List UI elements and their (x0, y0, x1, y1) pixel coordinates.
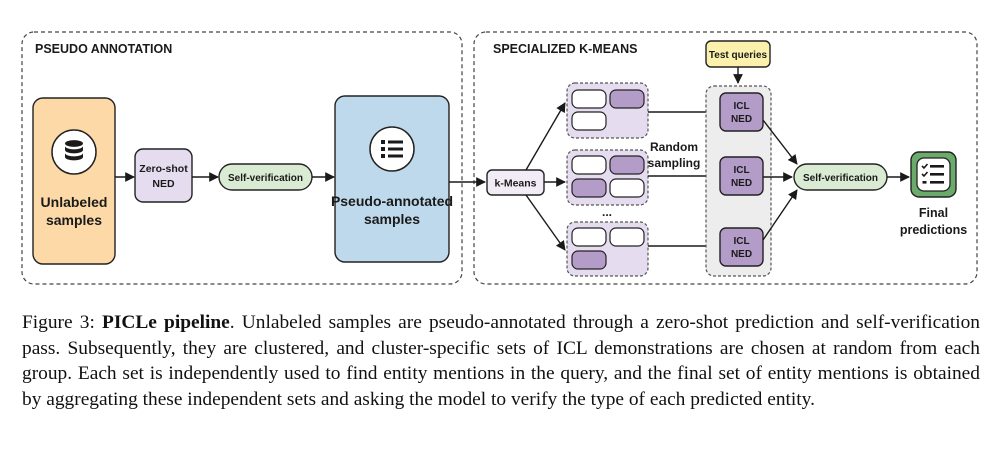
zero-shot-label: Zero-shot (139, 163, 188, 175)
ned-label-1: NED (152, 178, 175, 190)
kmeans-label: k-Means (494, 178, 536, 190)
ellipsis: ... (602, 205, 612, 219)
pseudo-annotated-box (334, 95, 450, 263)
random-sampling-line2: sampling (648, 156, 701, 170)
svg-text:NED: NED (731, 114, 752, 125)
unlabeled-samples-box (32, 97, 116, 265)
svg-text:ICL: ICL (733, 101, 749, 112)
self-verification-label-1: Self-verification (228, 173, 303, 184)
sample-chip (571, 178, 607, 198)
icl-ned-box-3: ICL NED (719, 227, 764, 267)
pseudo-annotated-label-line2: samples (364, 211, 420, 227)
caption-bold-title: PICLe pipeline (101, 312, 230, 333)
database-icon (65, 140, 83, 161)
sample-chip (609, 178, 645, 198)
cluster-1 (566, 82, 649, 139)
arrow-kmeans-to-cluster-1 (525, 102, 566, 171)
final-predictions-line1: Final (919, 206, 948, 220)
icl-ned-box-1: ICL NED (719, 92, 764, 132)
arrow-kmeans-to-cluster-3 (525, 194, 566, 251)
figure-caption: Figure 3: PICLe pipeline. Unlabeled samp… (22, 310, 980, 412)
figure-label: Figure 3: (22, 312, 95, 333)
pseudo-annotation-panel (21, 31, 463, 285)
checklist-icon (916, 157, 951, 192)
pseudo-annotated-label-line1: Pseudo-annotated (331, 193, 453, 209)
picle-pipeline-diagram: PSEUDO ANNOTATION SPECIALIZED K-MEANS Un… (21, 31, 978, 285)
svg-text:ICL: ICL (733, 165, 749, 176)
specialized-kmeans-title: SPECIALIZED K-MEANS (493, 42, 637, 56)
sample-chip (571, 227, 607, 247)
caption-body: . Unlabeled samples are pseudo-annotated… (22, 312, 980, 410)
svg-text:ICL: ICL (733, 236, 749, 247)
arrow-icl3-to-selfverif (762, 189, 798, 241)
sample-chip (571, 89, 607, 109)
test-queries-label: Test queries (709, 50, 768, 61)
icl-ned-box-2: ICL NED (719, 156, 764, 196)
cluster-3 (566, 221, 649, 277)
svg-text:NED: NED (731, 249, 752, 260)
sample-chip (571, 111, 607, 131)
sample-chip (609, 89, 645, 109)
final-predictions-line2: predictions (900, 223, 967, 237)
list-icon (381, 140, 403, 158)
unlabeled-label-line2: samples (46, 212, 102, 228)
arrow-icl1-to-selfverif (762, 119, 798, 165)
sample-chip (571, 155, 607, 175)
sample-chip (609, 227, 645, 247)
cluster-2 (566, 149, 649, 206)
random-sampling-line1: Random (650, 140, 698, 154)
unlabeled-label-line1: Unlabeled (41, 194, 108, 210)
svg-text:NED: NED (731, 178, 752, 189)
zero-shot-ned-box (134, 148, 193, 203)
pseudo-annotation-title: PSEUDO ANNOTATION (35, 42, 172, 56)
self-verification-label-2: Self-verification (803, 173, 878, 184)
sample-chip (609, 155, 645, 175)
sample-chip (571, 250, 607, 270)
specialized-kmeans-panel (473, 31, 978, 285)
